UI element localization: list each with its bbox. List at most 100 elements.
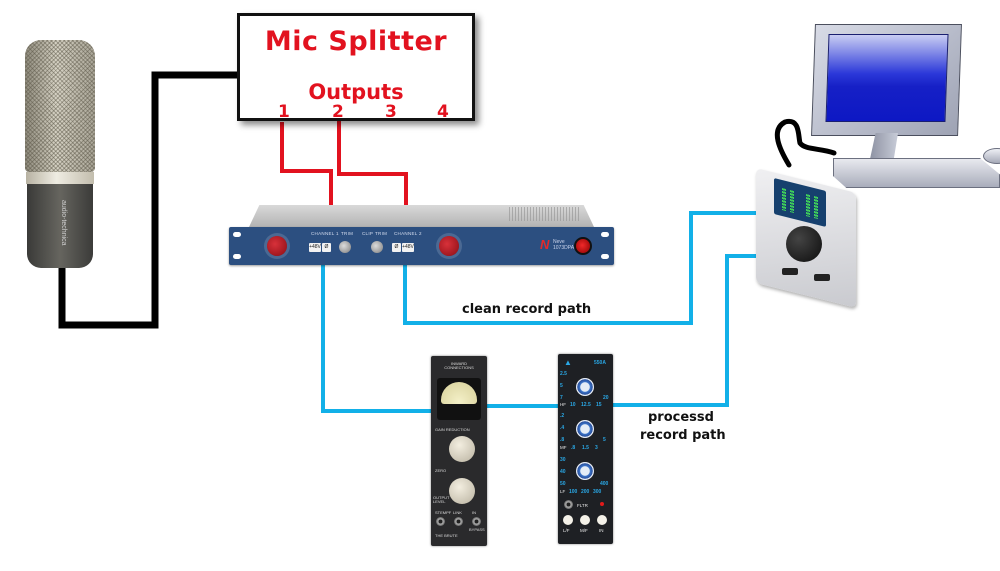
gain-knob-ch2[interactable] <box>439 236 459 256</box>
label-mf-switch: M/F <box>580 528 588 533</box>
processed-record-path-label-line1: processd <box>648 410 714 425</box>
processed-record-path-label-line2: record path <box>640 428 726 443</box>
label-channel-1: CHANNEL 1 <box>311 231 339 236</box>
phantom-button-ch1[interactable]: +48V <box>309 243 321 252</box>
hf-range-label: 5 <box>560 383 563 389</box>
label-output-level: OUTPUT LEVEL <box>433 495 450 504</box>
hf-freq-label: 15 <box>596 402 602 408</box>
mf-range-label: 5 <box>603 437 606 443</box>
lf-button[interactable] <box>563 515 573 525</box>
label-in-switch: IN <box>599 528 604 533</box>
jog-wheel[interactable] <box>786 226 822 262</box>
hf-range-label: 20 <box>603 395 609 401</box>
label-bypass: BYPASS <box>469 527 485 532</box>
power-switch[interactable] <box>574 237 592 255</box>
lf-freq-label: 100 <box>569 489 578 495</box>
gain-knob-ch1[interactable] <box>267 236 287 256</box>
mic-grille <box>25 40 95 172</box>
neve-logo-icon: N <box>540 237 550 252</box>
bypass-switch[interactable] <box>472 517 481 526</box>
label-gain-reduction: GAIN REDUCTION <box>435 427 470 432</box>
lf-knob[interactable] <box>576 462 594 480</box>
label-link: LINK <box>453 510 462 515</box>
lf-range-label: 400 <box>600 481 609 487</box>
mf-button[interactable] <box>580 515 590 525</box>
label-in: IN <box>472 510 476 515</box>
splitter-output-2-line <box>337 118 408 207</box>
preamp-top-case <box>249 205 594 227</box>
monitor-stand <box>870 133 898 159</box>
eq-model: 550A <box>594 360 606 366</box>
level-meter <box>806 193 810 217</box>
trim-knob-ch1[interactable] <box>339 241 351 253</box>
eq-module: ▲ 550A 2.5 5 7 20 HF 10 12.5 15 .2 .4 .8… <box>558 354 613 544</box>
link-switch[interactable] <box>454 517 463 526</box>
label-lf-switch: L/F <box>563 528 570 533</box>
mic-ring <box>26 172 94 184</box>
level-meter <box>782 187 786 211</box>
label-channel-2: CHANNEL 2 <box>394 231 422 236</box>
splitter-output-3: 3 <box>385 102 397 122</box>
preamp-front-panel: CHANNEL 1 +48V Ø TRIM CLIP TRIM CHANNEL … <box>229 227 614 265</box>
trim-knob-ch2[interactable] <box>371 241 383 253</box>
mic-brand-label: audio-technica <box>60 200 67 246</box>
audio-interface <box>756 168 856 308</box>
clean-record-path-label: clean record path <box>462 302 592 317</box>
mf-label: MF <box>560 445 567 450</box>
gain-reduction-knob[interactable] <box>449 436 475 462</box>
lf-range-label: 50 <box>560 481 566 487</box>
mf-freq-label: 1.5 <box>582 445 589 451</box>
hf-range-label: 2.5 <box>560 371 567 377</box>
eq-logo-icon: ▲ <box>564 358 572 367</box>
mouse <box>983 148 1000 164</box>
level-meter <box>814 195 818 219</box>
vu-meter-face <box>441 382 477 404</box>
rack-ear-hole <box>601 232 609 237</box>
lf-label: LF <box>560 489 566 494</box>
splitter-title: Mic Splitter <box>264 26 448 57</box>
phase-button-ch2[interactable]: Ø <box>392 243 401 252</box>
preamp-model: 1073DPA <box>553 245 575 251</box>
splitter-output-1: 1 <box>278 102 290 122</box>
interface-button-left[interactable] <box>782 268 798 275</box>
mf-range-label: .2 <box>560 413 565 419</box>
label-fltr: FLTR <box>577 503 588 508</box>
mf-knob[interactable] <box>576 420 594 438</box>
preamp-vent <box>509 207 581 221</box>
led-indicator <box>600 502 604 506</box>
compressor-module: INWARD CONNECTIONS GAIN REDUCTION ZERO O… <box>431 356 487 546</box>
phantom-button-ch2[interactable]: +48V <box>402 243 414 252</box>
filter-switch[interactable] <box>564 500 573 509</box>
hf-label: HF <box>560 402 566 407</box>
lf-freq-label: 200 <box>581 489 590 495</box>
computer <box>805 20 1000 195</box>
phase-button-ch1[interactable]: Ø <box>322 243 331 252</box>
monitor-screen <box>825 34 949 122</box>
compressor-brand: INWARD CONNECTIONS <box>444 361 474 370</box>
hf-knob[interactable] <box>576 378 594 396</box>
mf-freq-label: .8 <box>571 445 576 451</box>
lf-range-label: 30 <box>560 457 566 463</box>
mic-splitter-box: Mic Splitter Outputs 1 2 3 4 <box>237 13 475 122</box>
label-trim-1: TRIM <box>341 231 354 236</box>
rack-ear-hole <box>233 232 241 237</box>
label-stempf: STEMPF <box>435 510 452 515</box>
splitter-output-4: 4 <box>437 102 449 122</box>
preamp-to-compressor-line <box>321 263 432 413</box>
label-clip: CLIP <box>362 231 374 236</box>
lf-freq-label: 300 <box>593 489 602 495</box>
processed-record-path-line <box>613 254 760 407</box>
output-level-knob[interactable] <box>449 478 475 504</box>
hf-freq-label: 12.5 <box>581 402 591 408</box>
mf-range-label: .8 <box>560 437 565 443</box>
level-meter <box>790 189 794 213</box>
mf-freq-label: 3 <box>595 445 598 451</box>
keyboard <box>833 158 1000 188</box>
compressor-model: THE BRUTE <box>435 533 458 538</box>
splitter-outputs-label: Outputs <box>308 80 404 104</box>
stempf-switch[interactable] <box>436 517 445 526</box>
interface-button-right[interactable] <box>814 274 830 281</box>
microphone: audio-technica <box>25 40 95 270</box>
rack-ear-hole <box>233 254 241 259</box>
in-button[interactable] <box>597 515 607 525</box>
